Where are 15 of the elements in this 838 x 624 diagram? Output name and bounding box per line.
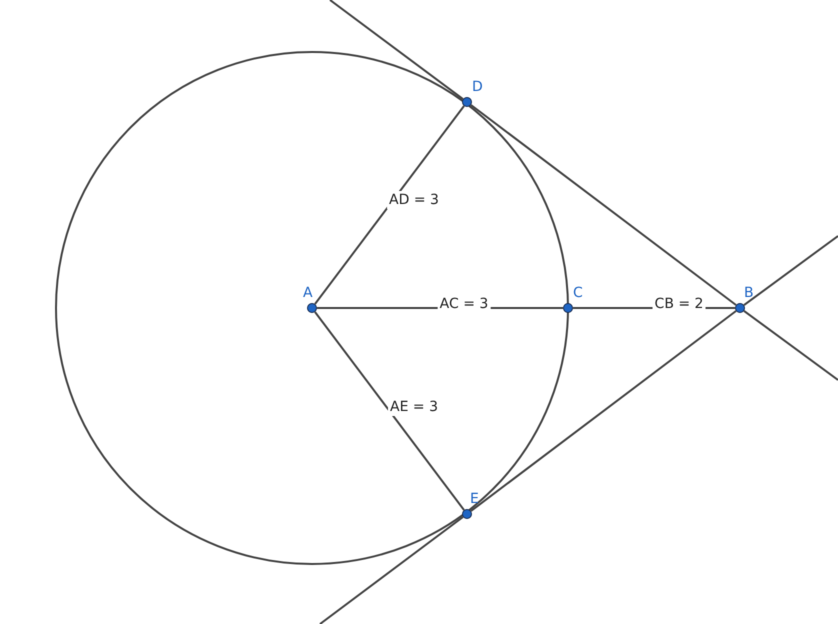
tangent-line: [329, 0, 464, 100]
tangent-line: [470, 310, 737, 512]
line-segment: [314, 105, 465, 305]
tangent-line: [319, 516, 464, 624]
point-label: A: [303, 286, 313, 300]
point-label: C: [573, 286, 583, 300]
edge-label: AE = 3: [388, 398, 440, 416]
point-label: D: [472, 80, 483, 94]
edge-label: AD = 3: [387, 191, 441, 209]
point-label: B: [744, 286, 754, 300]
tangent-line: [470, 104, 737, 306]
tangent-line: [743, 235, 838, 306]
tangent-line: [743, 310, 838, 381]
line-segment: [314, 311, 465, 511]
point-label: E: [470, 492, 479, 506]
